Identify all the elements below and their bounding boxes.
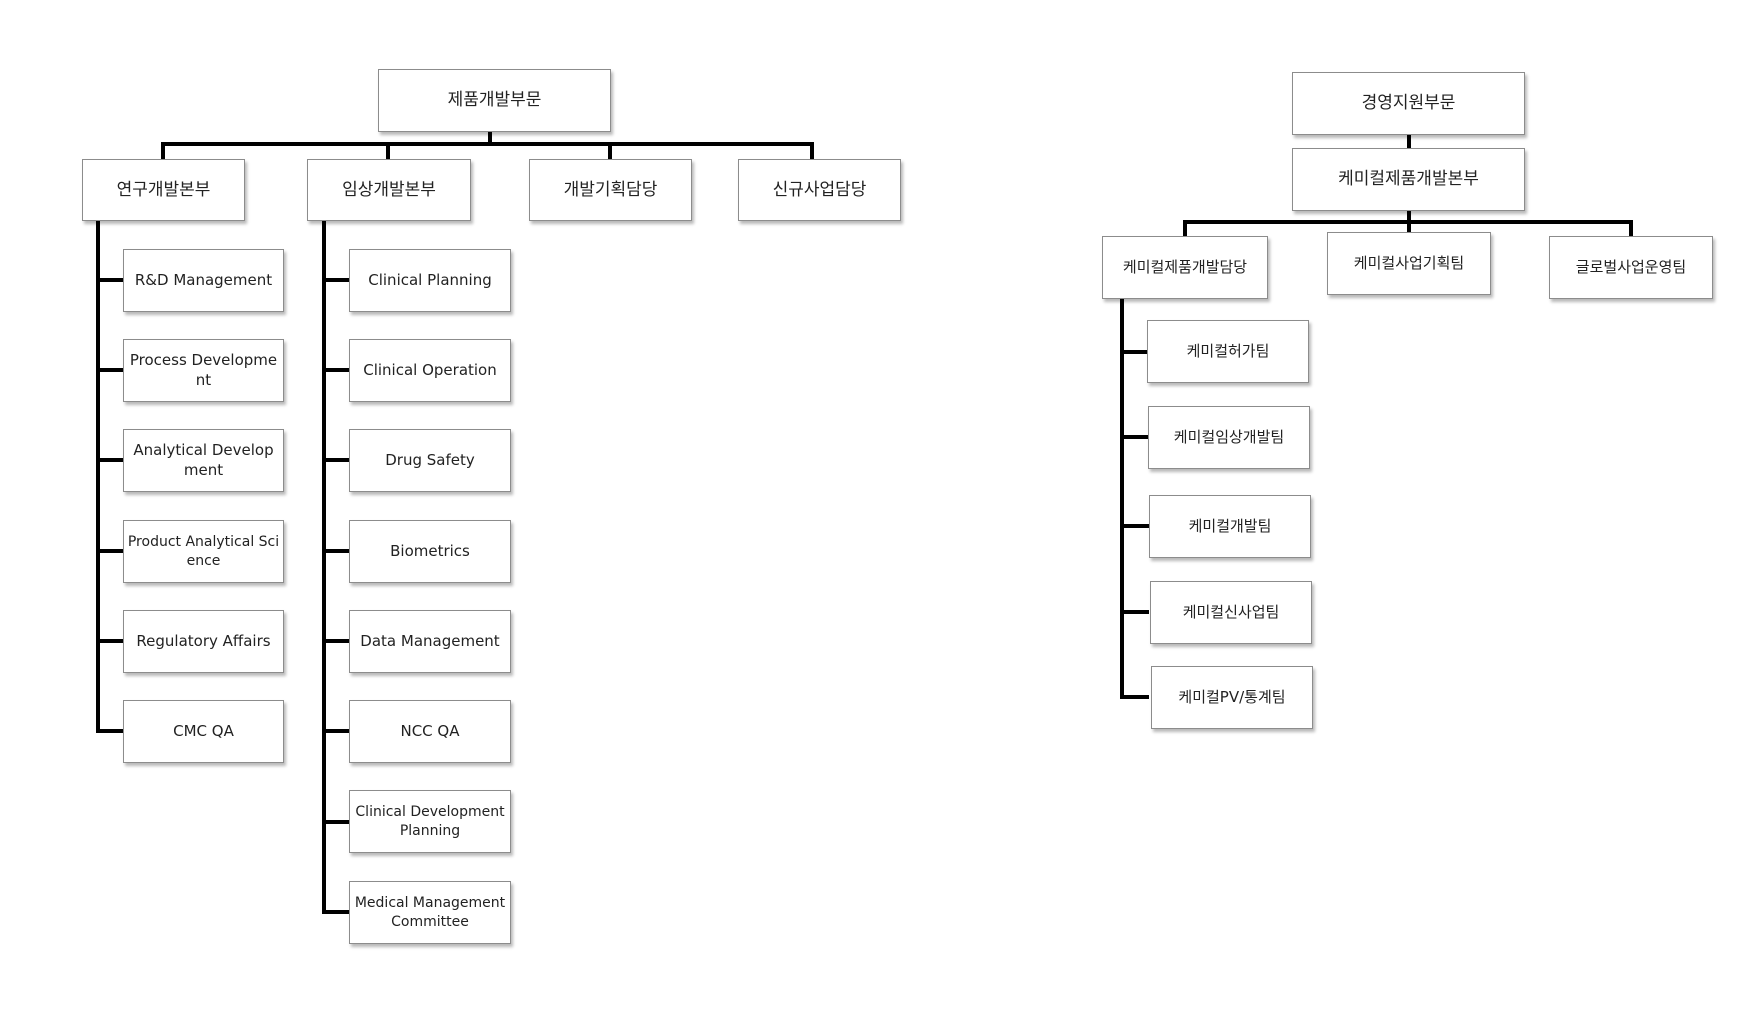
- team-regulatory-affairs: Regulatory Affairs: [123, 610, 284, 673]
- team-data-management: Data Management: [349, 610, 511, 673]
- team-process-development: Process Development: [123, 339, 284, 402]
- team-chemical-licensing: 케미컬허가팀: [1147, 320, 1309, 383]
- team-drug-safety: Drug Safety: [349, 429, 511, 492]
- team-product-analytical-science: Product Analytical Science: [123, 520, 284, 583]
- division-dev-planning: 개발기획담당: [529, 159, 692, 221]
- team-biometrics: Biometrics: [349, 520, 511, 583]
- team-clinical-development-planning: Clinical Development Planning: [349, 790, 511, 853]
- team-chemical-clinical-development: 케미컬임상개발팀: [1148, 406, 1310, 469]
- division-new-business: 신규사업담당: [738, 159, 901, 221]
- org-chemical-product-development-hq: 케미컬제품개발본부: [1292, 148, 1525, 211]
- division-clinical: 임상개발본부: [307, 159, 471, 221]
- team-chemical-new-business: 케미컬신사업팀: [1150, 581, 1312, 644]
- org-root-product-development: 제품개발부문: [378, 69, 611, 132]
- division-chemical-business-planning: 케미컬사업기획팀: [1327, 232, 1491, 295]
- team-rnd-management: R&D Management: [123, 249, 284, 312]
- division-rnd: 연구개발본부: [82, 159, 245, 221]
- team-clinical-planning: Clinical Planning: [349, 249, 511, 312]
- org-root-management-support: 경영지원부문: [1292, 72, 1525, 135]
- team-chemical-pv-statistics: 케미컬PV/통계팀: [1151, 666, 1313, 729]
- team-analytical-development: Analytical Development: [123, 429, 284, 492]
- division-global-business-operation: 글로벌사업운영팀: [1549, 236, 1713, 299]
- team-cmc-qa: CMC QA: [123, 700, 284, 763]
- team-clinical-operation: Clinical Operation: [349, 339, 511, 402]
- team-ncc-qa: NCC QA: [349, 700, 511, 763]
- team-chemical-development: 케미컬개발팀: [1149, 495, 1311, 558]
- team-medical-management-committee: Medical Management Committee: [349, 881, 511, 944]
- division-chemical-product-development: 케미컬제품개발담당: [1102, 236, 1268, 299]
